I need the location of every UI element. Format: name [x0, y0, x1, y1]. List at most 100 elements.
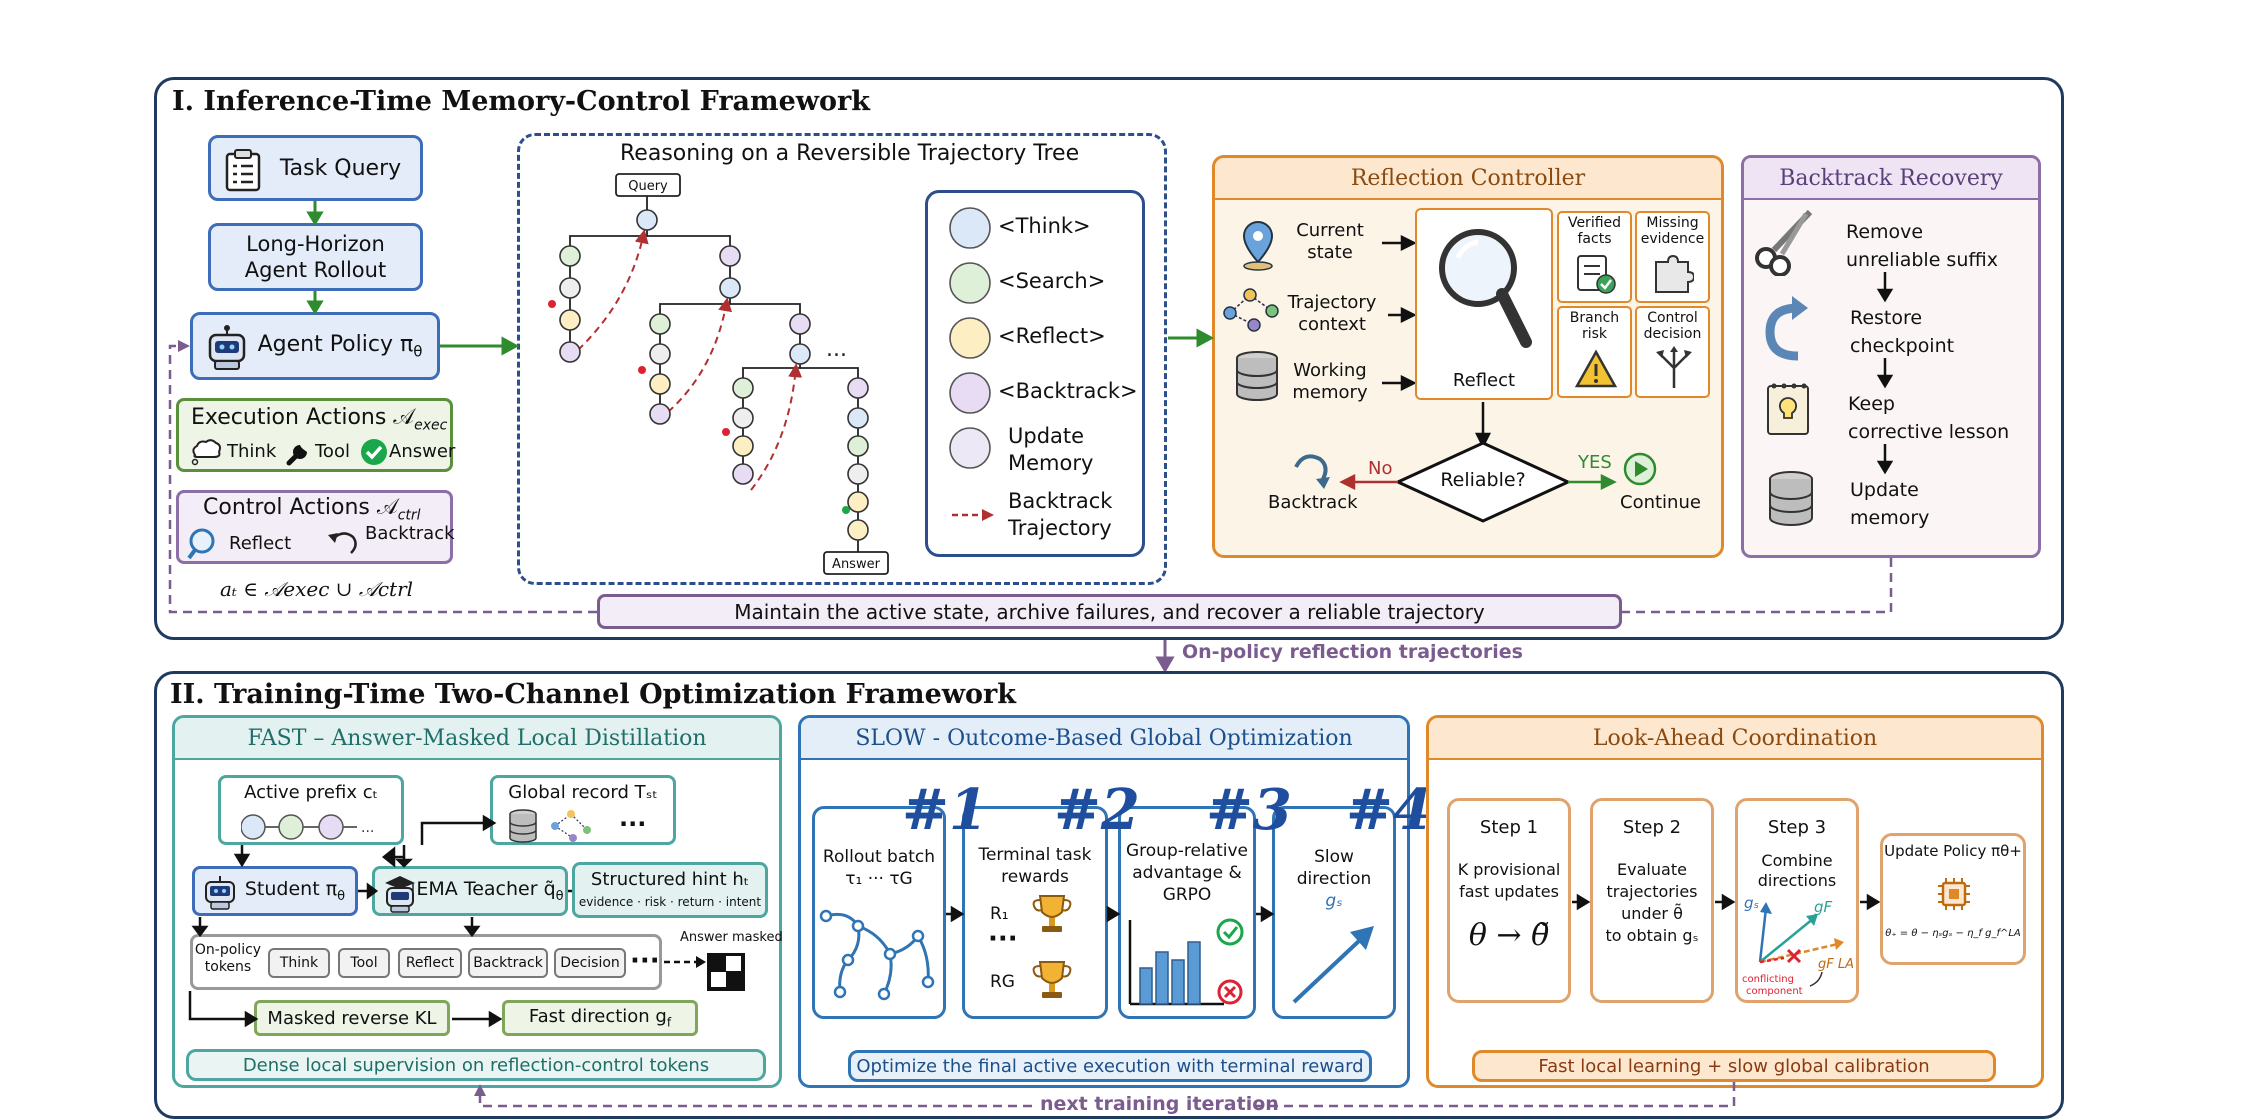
gf-la-vector-label: gF LA [1818, 957, 1854, 972]
trajectory-tree-panel [517, 133, 1167, 585]
ctrl-backtrack: Backtrack [365, 523, 455, 544]
token-think: Think [268, 948, 330, 978]
task-query-box: Task Query [208, 135, 423, 201]
next-iteration-loop [474, 1082, 1736, 1108]
database-icon-2 [1766, 470, 1816, 532]
location-pin-icon [1238, 218, 1278, 278]
prefix-nodes: ... [241, 814, 374, 840]
gf-vector-label: gF [1814, 898, 1833, 916]
warning-icon [1574, 348, 1618, 394]
tree-node-root [636, 209, 658, 231]
trajectory-tree-title: Reasoning on a Reversible Trajectory Tre… [620, 141, 1080, 166]
slow-num-2: #2 [1054, 777, 1140, 843]
undo-arrow-icon [325, 529, 361, 563]
combine-vectors: gₛ gF gF LA conflicting component [1742, 896, 1854, 997]
active-prefix-label: Active prefix cₜ [244, 782, 378, 803]
cloud-think-icon [189, 437, 223, 471]
big-magnifier-icon [1432, 222, 1536, 360]
action-space-formula: aₜ ∈ 𝒜exec ∪ 𝒜ctrl [220, 577, 414, 601]
rc-no-label: No [1368, 458, 1393, 479]
slow-num-4: #4 [1346, 777, 1432, 843]
masked-square-icon [706, 952, 746, 996]
exec-answer: Answer [389, 441, 456, 462]
wrench-icon [283, 437, 313, 471]
lesson-note-icon [1762, 380, 1814, 444]
reliable-diamond [1394, 441, 1572, 523]
legend-search: <Search> [998, 269, 1106, 293]
tree-query-label: Query [628, 179, 668, 194]
section-training-title: II. Training-Time Two-Channel Optimizati… [170, 679, 1016, 710]
rc-continue-label: Continue [1620, 492, 1701, 513]
reward-rg: RG [990, 972, 1015, 992]
legend-backtrack: <Backtrack> [998, 379, 1138, 403]
backtrack-recovery-title: Backtrack Recovery [1744, 158, 2038, 200]
section-training-panel [154, 671, 2064, 1119]
la-step-1 [1447, 798, 1571, 1003]
reward-r1: R₁ [990, 904, 1009, 924]
section-inference-panel [154, 77, 2064, 640]
check-circle-icon [359, 437, 389, 471]
trophy-icon-1 [1030, 892, 1074, 940]
br-arrows [1876, 272, 1894, 475]
checklist-icon [1574, 252, 1618, 300]
legend-backtrack-traj-2: Trajectory [1008, 516, 1112, 540]
student-label: Student πθ [244, 878, 346, 904]
structured-hint-box: Structured hint hₜ evidence · risk · ret… [572, 862, 768, 918]
la-step-arrows [1572, 893, 1881, 911]
token-backtrack: Backtrack [468, 948, 548, 978]
student-box: Student πθ [192, 866, 358, 916]
rc-reliable-label: Reliable? [1440, 469, 1526, 491]
grpo-bars-icon [1128, 918, 1244, 1006]
slow-direction-arrow [1292, 926, 1374, 1004]
backtrack-recovery-panel: Backtrack Recovery [1741, 155, 2041, 558]
rc-backtrack-label: Backtrack [1268, 492, 1358, 513]
global-record-icons: ··· [509, 809, 646, 843]
slow-footer: Optimize the final active execution with… [848, 1050, 1372, 1082]
la-step1-title: Step 1 [1479, 817, 1539, 838]
svg-text:···: ··· [619, 810, 646, 838]
execution-actions-box: Execution Actions 𝒜exec Think Tool Answe… [176, 398, 456, 472]
svg-text:...: ... [361, 820, 374, 836]
execution-actions-title: Execution Actions 𝒜exec [191, 405, 448, 434]
backtrack-arrow-icon [1294, 454, 1328, 482]
slow-num-1: #1 [902, 777, 988, 843]
legend-update-1: Update [1008, 424, 1085, 448]
token-reflect: Reflect [398, 948, 462, 978]
robot-icon-2 [203, 875, 237, 915]
answer-masked-label: Answer masked [680, 930, 783, 945]
maintain-bar: Maintain the active state, archive failu… [597, 594, 1622, 629]
slow-card-direction [1272, 806, 1396, 1019]
puzzle-icon [1650, 252, 1696, 300]
rc-yes-label: YES [1578, 452, 1612, 473]
fast-footer: Dense local supervision on reflection-co… [186, 1049, 766, 1081]
fast-direction-label: Fast direction gf [528, 1006, 672, 1030]
la-step2-title: Step 2 [1622, 817, 1682, 838]
ema-teacher-box: EMA Teacher q̃θ [372, 866, 568, 916]
slow-title: SLOW - Outcome-Based Global Optimization [801, 718, 1407, 760]
clipboard-icon [223, 148, 265, 196]
slow-num-3: #3 [1206, 777, 1292, 843]
tree-ellipsis: ... [826, 337, 847, 362]
restore-arrow-icon [1762, 294, 1812, 368]
rc-arrows [1294, 234, 1657, 523]
teacher-robot-icon [381, 873, 419, 917]
structured-hint-title: Structured hint hₜ [590, 869, 750, 890]
global-record-label: Global record Tₛₜ [508, 782, 658, 803]
chip-icon [1936, 876, 1972, 916]
maintain-text: Maintain the active state, archive failu… [734, 599, 1485, 624]
section-i-connectors [168, 201, 1893, 673]
slow-footer-text: Optimize the final active execution with… [856, 1055, 1364, 1077]
tree-legend [925, 190, 1145, 557]
rollout-box: Long-Horizon Agent Rollout [208, 223, 423, 291]
agent-policy-label: Agent Policy πθ [257, 331, 423, 361]
